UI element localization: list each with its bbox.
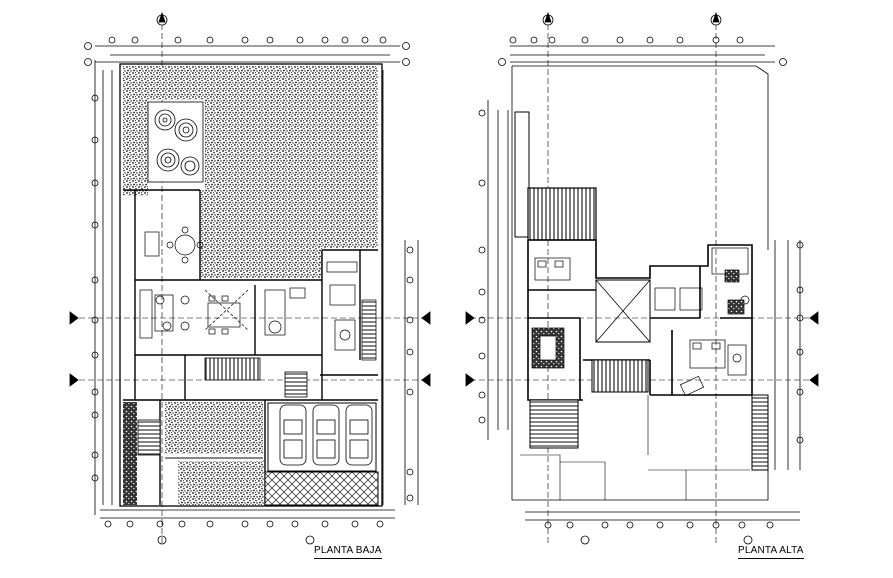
car-1	[279, 404, 307, 466]
ground-floor-left-dimensions	[69, 60, 430, 515]
entry-steps	[137, 419, 161, 456]
ground-floor-site-boundary	[119, 63, 383, 507]
upper-floor-site-boundary	[511, 65, 769, 501]
bedroom-3	[654, 287, 703, 311]
upper-floor-plan	[465, 11, 819, 545]
bedroom-1	[534, 257, 571, 281]
side-terrace	[751, 394, 769, 471]
front-garden-gravel-2	[178, 458, 264, 505]
north-arrow-upper	[542, 11, 722, 26]
rear-balcony	[514, 111, 530, 238]
living-room-furniture	[139, 289, 190, 339]
side-garden-strip	[123, 402, 137, 505]
north-arrow-ground	[156, 11, 168, 26]
pergola	[527, 187, 597, 241]
balcony-front	[529, 399, 579, 449]
bathroom-upper	[711, 247, 750, 376]
entry-path-stripes	[165, 456, 263, 461]
ground-floor-footprint-outline	[520, 395, 750, 500]
upper-floor-top-dimensions	[498, 15, 787, 545]
upper-floor-right-dimensions	[774, 240, 819, 470]
kitchen-area	[326, 261, 377, 361]
driveway	[264, 471, 379, 506]
double-height-void	[595, 279, 651, 343]
garden-strip-left	[123, 66, 148, 196]
service-stair	[284, 371, 308, 398]
ground-floor-walls	[123, 189, 378, 505]
upper-floor-title: PLANTA ALTA	[738, 545, 804, 559]
upper-stair	[591, 359, 649, 393]
front-garden-gravel	[165, 402, 263, 454]
upper-floor-bottom-dimensions	[525, 511, 800, 545]
pool-feature	[147, 101, 204, 183]
master-bedroom	[679, 339, 726, 397]
garage	[267, 402, 377, 472]
family-room-sofa	[264, 287, 306, 336]
ground-floor-plan	[69, 11, 431, 545]
ground-floor-bottom-dimensions	[100, 509, 395, 545]
ground-floor-right-dimensions	[382, 70, 431, 505]
rear-garden-gravel	[123, 66, 378, 278]
car-3	[345, 404, 373, 466]
main-stair	[204, 357, 261, 381]
dining-table	[204, 289, 249, 335]
car-2	[312, 404, 340, 466]
bedroom-2	[531, 327, 565, 369]
round-table	[144, 226, 204, 264]
ground-floor-title: PLANTA BAJA	[314, 545, 382, 559]
